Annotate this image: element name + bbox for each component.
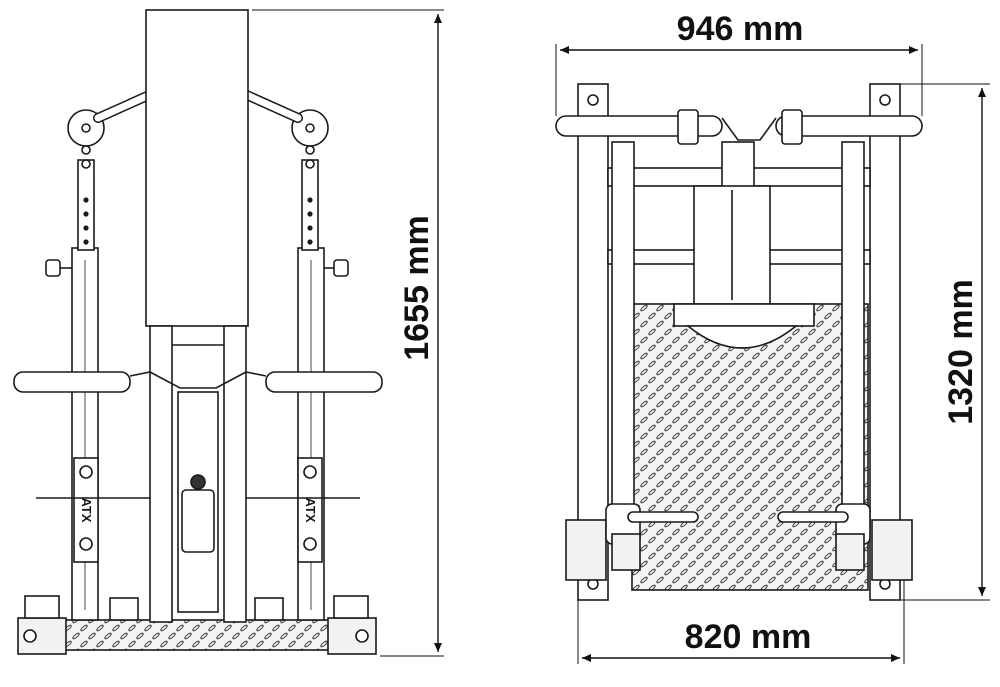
front-pivot-arms <box>67 87 329 169</box>
top-inner-rails <box>605 141 871 571</box>
top-width-label: 946 mm <box>677 10 804 48</box>
front-left-atx-logo: ATX <box>79 497 94 522</box>
top-tread-floor <box>631 303 869 591</box>
top-handlebar <box>555 109 923 189</box>
top-inner-width-label: 820 mm <box>685 618 812 656</box>
front-height-dimension <box>252 9 444 657</box>
top-view <box>555 83 923 601</box>
top-outer-frame <box>565 83 913 601</box>
front-view: ATX ATX <box>13 9 383 655</box>
front-right-upright <box>297 159 349 621</box>
front-height-label: 1655 mm <box>398 215 436 361</box>
top-width-dimension <box>555 44 923 116</box>
front-right-atx-logo: ATX <box>303 497 318 522</box>
front-handles <box>13 371 383 499</box>
top-carriage <box>673 185 815 349</box>
top-inner-width-dimension <box>577 580 905 664</box>
front-base <box>17 595 377 655</box>
top-foot-pegs <box>627 511 849 523</box>
top-depth-dimension <box>900 83 990 601</box>
front-center-column <box>145 9 249 623</box>
top-depth-label: 1320 mm <box>942 279 980 425</box>
